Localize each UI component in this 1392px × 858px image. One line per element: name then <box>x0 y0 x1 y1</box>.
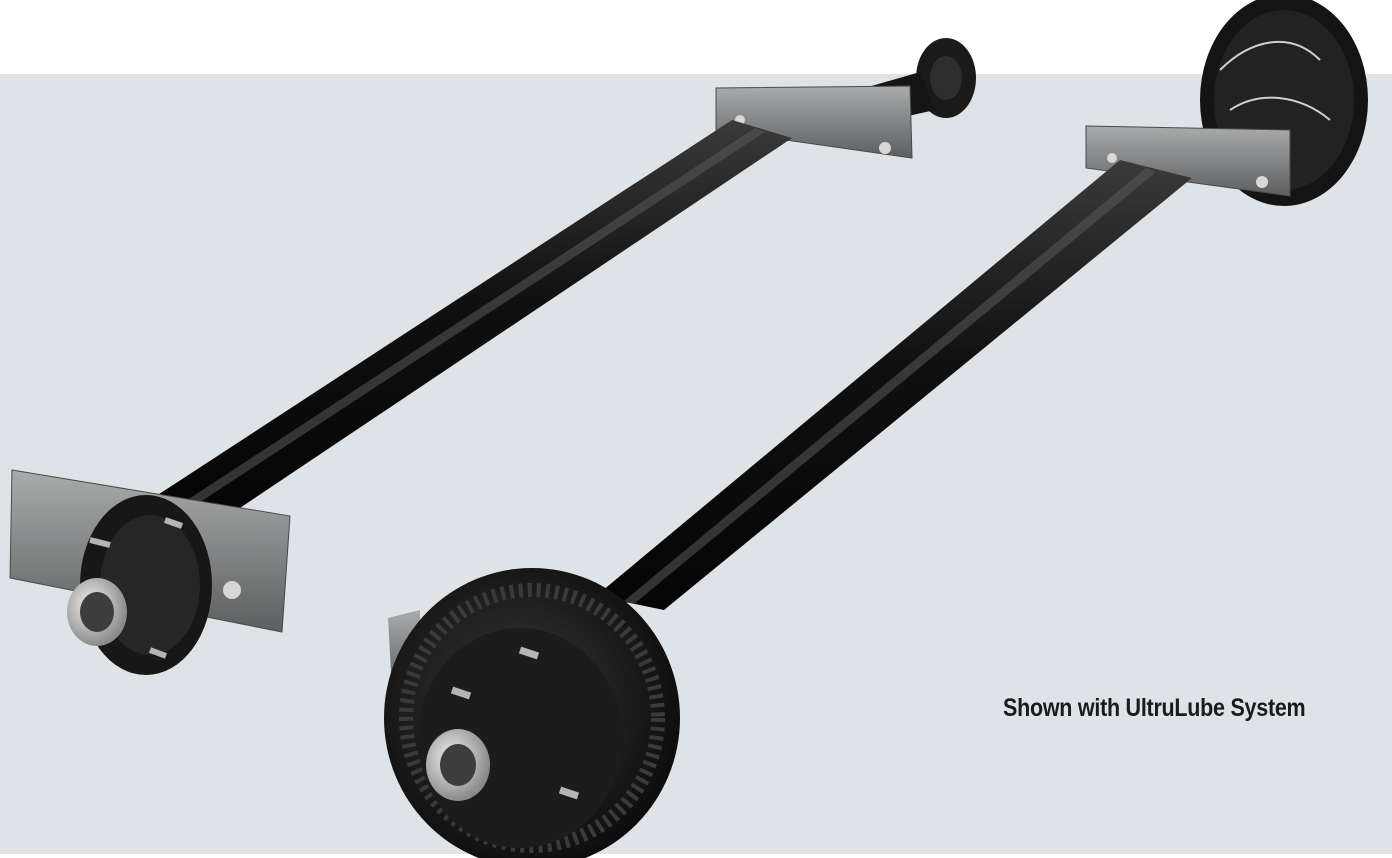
brake-drum-axle-icon <box>384 568 680 858</box>
left-axle-assembly <box>9 38 976 675</box>
hub-axle-icon <box>67 495 241 675</box>
right-far-bracket <box>1085 125 1291 197</box>
right-axle-assembly <box>384 0 1368 858</box>
left-far-bracket <box>715 85 913 159</box>
product-caption: Shown with UltruLube System <box>1003 694 1306 722</box>
